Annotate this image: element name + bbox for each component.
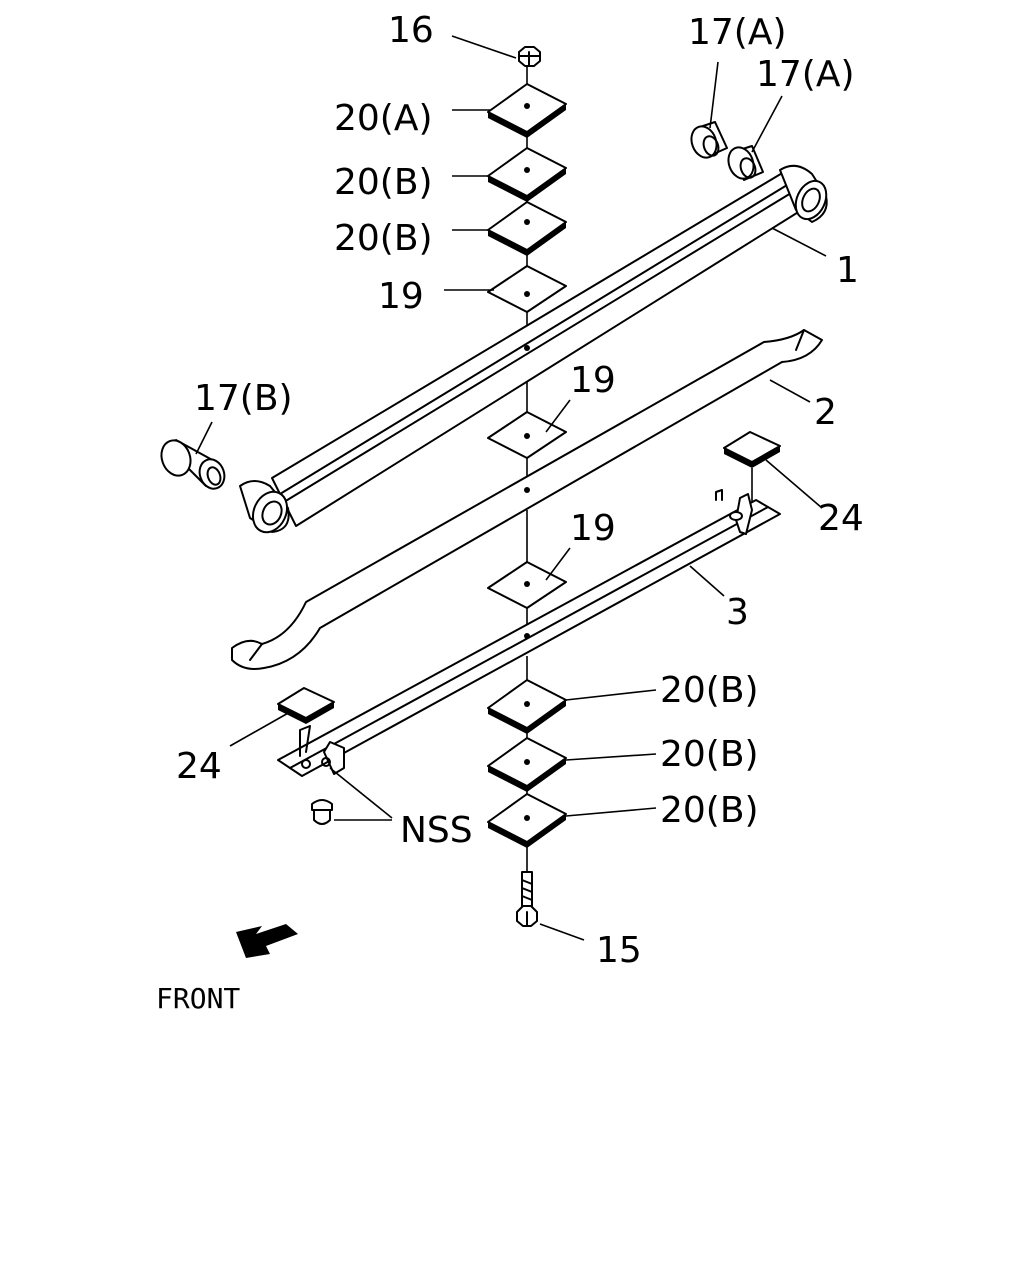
leader-lines <box>195 35 827 941</box>
label-20b-4: 20(B) <box>660 734 759 775</box>
pad-24-left <box>277 687 335 724</box>
label-nss: NSS <box>400 810 473 851</box>
part-labels: 16 17(A) 17(A) 20(A) 20(B) 20(B) 19 1 17… <box>176 10 864 971</box>
nss-rivet <box>311 799 333 825</box>
nut-16 <box>518 46 541 67</box>
label-1: 1 <box>836 250 859 291</box>
third-leaf-3 <box>277 489 781 777</box>
label-20b-1: 20(B) <box>334 162 433 203</box>
bushing-17a-1 <box>690 121 728 159</box>
shim-plate-20b-2 <box>487 201 567 256</box>
label-17b: 17(B) <box>194 378 293 419</box>
label-front: FRONT <box>156 982 240 1015</box>
arrow-down-left-icon <box>236 924 298 958</box>
bushing-17b <box>160 439 226 490</box>
pad-19-2 <box>487 411 567 459</box>
shim-plate-20b-5 <box>487 793 567 848</box>
label-20b-5: 20(B) <box>660 790 759 831</box>
main-leaf-1 <box>239 164 828 534</box>
shim-plate-20b-4 <box>487 737 567 792</box>
second-leaf-2 <box>231 329 823 670</box>
front-indicator: FRONT <box>156 924 298 1015</box>
label-20a: 20(A) <box>334 98 433 139</box>
label-19-1: 19 <box>378 276 424 317</box>
label-3: 3 <box>726 592 749 633</box>
pad-19-3 <box>487 561 567 609</box>
pad-24-right <box>723 431 781 510</box>
label-20b-2: 20(B) <box>334 218 433 259</box>
shim-plate-20b-1 <box>487 147 567 202</box>
bolt-15 <box>516 871 538 927</box>
pad-19-1 <box>487 265 567 313</box>
label-16: 16 <box>388 10 434 51</box>
label-24-right: 24 <box>818 498 864 539</box>
bushing-17a-2 <box>727 145 764 181</box>
label-17a-1: 17(A) <box>688 12 787 53</box>
label-2: 2 <box>814 392 837 433</box>
label-17a-2: 17(A) <box>756 54 855 95</box>
shim-plate-20a <box>487 83 567 138</box>
label-24-left: 24 <box>176 746 222 787</box>
label-15: 15 <box>596 930 642 971</box>
label-19-2: 19 <box>570 360 616 401</box>
label-19-3: 19 <box>570 508 616 549</box>
shim-plate-20b-3 <box>487 679 567 734</box>
label-20b-3: 20(B) <box>660 670 759 711</box>
